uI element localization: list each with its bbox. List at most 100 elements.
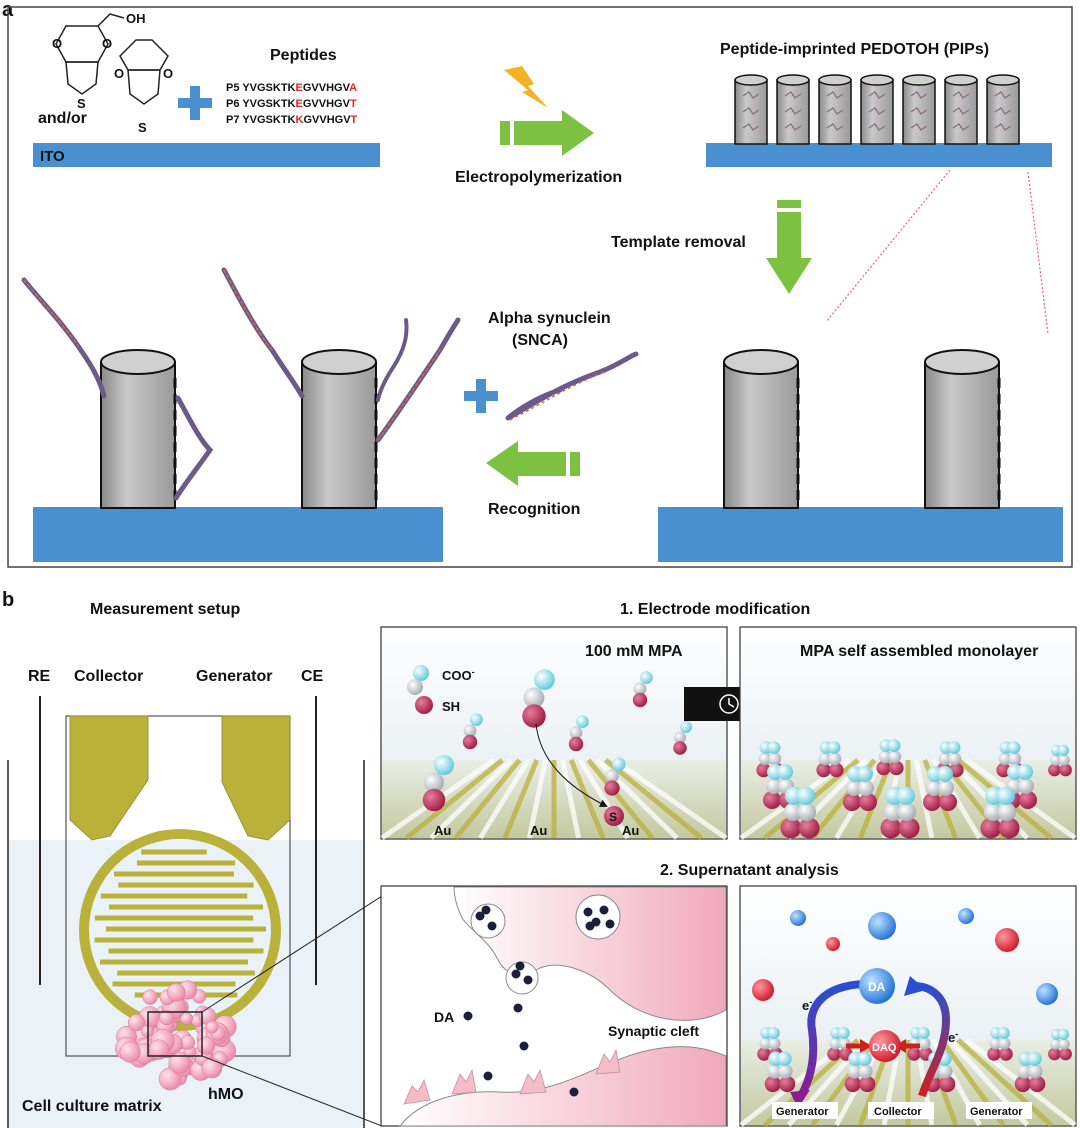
imprint-mark [826, 107, 844, 115]
pip-cylinder-top [902, 74, 936, 86]
generator-electrode-label: Generator [776, 1106, 829, 1118]
gold-stripe [612, 757, 728, 841]
organoid-cell [205, 1020, 219, 1034]
carbon-ball [989, 1037, 1002, 1050]
thiol-ball [876, 760, 891, 776]
carbon-ball [829, 1037, 842, 1050]
carboxyl-ball [1057, 744, 1070, 757]
recognition-arrow [486, 441, 580, 486]
gold-stripe [502, 759, 540, 839]
electron-label: e- [802, 997, 812, 1013]
carbon-ball [998, 752, 1012, 766]
coo-label: COO- [442, 667, 475, 683]
panel-a-frame [7, 6, 1073, 568]
gold-stripe [956, 1038, 1053, 1127]
plus-icon [178, 86, 212, 120]
imprint-mark [784, 107, 802, 115]
hmo-label: hMO [208, 1086, 244, 1103]
svg-text:P5 YVGSKTKEGVVHGVA: P5 YVGSKTKEGVVHGVA [226, 82, 357, 94]
snca-protein-chain [505, 351, 639, 421]
pip-cylinder-top [818, 74, 852, 86]
recognized-cylinder [100, 349, 177, 509]
oh-label: OH [126, 11, 146, 26]
carbon-ball [858, 1064, 873, 1079]
and-or-label: and/or [38, 110, 87, 127]
carboxyl-ball [857, 1051, 872, 1067]
imprint-mark [784, 123, 802, 131]
imprinted-cylinder [723, 349, 800, 509]
daq-molecule [869, 1030, 901, 1062]
pips-cylinder-array [734, 74, 1020, 145]
peptides-title: Peptides [270, 47, 337, 64]
carbon-ball [828, 752, 842, 766]
floating-molecules [752, 908, 1058, 1005]
carboxyl-ball [937, 766, 953, 782]
carboxyl-ball [887, 739, 901, 752]
recognized-cylinder [301, 349, 378, 509]
dopamine-dot [515, 961, 525, 971]
receptors [403, 1048, 621, 1105]
carboxyl-ball [917, 1027, 930, 1039]
thiol-ball [462, 734, 478, 750]
ring-s-label: S [77, 96, 86, 111]
thiol-ball [779, 1075, 796, 1093]
organoid-cell [127, 1013, 146, 1032]
organoid-cell [142, 989, 158, 1005]
organoid-cell [119, 1041, 141, 1063]
dopamine-dot [475, 911, 485, 921]
imprint-mark [952, 123, 970, 131]
dopamine-dot [483, 1071, 493, 1081]
organoid-cell [168, 1051, 191, 1074]
synapse-box [380, 885, 728, 1127]
carbon-ball [998, 1037, 1011, 1050]
carbon-ball [1050, 1038, 1062, 1050]
carbon-ball [674, 731, 686, 744]
organoid-cell [148, 1039, 170, 1060]
ring-s-label: S [138, 120, 147, 135]
thiol-ball [632, 692, 648, 708]
thiol-ball [816, 762, 831, 778]
edot-oh-molecule [55, 13, 125, 95]
carbon-ball [767, 1064, 782, 1079]
carboxyl-ball [997, 1027, 1010, 1039]
pip-cylinder-top [986, 74, 1020, 86]
thiol-ball [1048, 763, 1061, 777]
imprint-mark [784, 91, 802, 99]
carboxyl-ball [837, 1027, 850, 1039]
pip-cylinder-top [860, 74, 894, 86]
pip-cylinder [986, 79, 1020, 145]
carbon-ball [878, 750, 892, 764]
au-label: Au [530, 823, 547, 838]
thiol-ball [1019, 791, 1037, 809]
carboxyl-ball [796, 786, 815, 805]
thiol-ball [999, 1047, 1013, 1061]
step1-title: 1. Electrode modification [620, 601, 810, 618]
carbon-ball [766, 778, 782, 794]
carboxyl-ball [996, 786, 1015, 805]
sam-title: MPA self assembled monolayer [800, 643, 1038, 660]
carboxyl-ball [857, 766, 873, 782]
carbon-ball [1028, 1064, 1043, 1079]
dopamine-dot [513, 1003, 523, 1013]
carbon-ball [918, 1037, 931, 1050]
thiol-ball [939, 793, 957, 811]
organoid-cell [159, 1010, 174, 1026]
interdigitated-electrode [69, 715, 291, 1031]
carbon-ball [424, 772, 444, 793]
carbon-ball [778, 1064, 793, 1079]
carboxyl-ball [640, 671, 653, 684]
collector-electrode-label: Collector [874, 1106, 922, 1118]
thiol-ball [1059, 1047, 1072, 1061]
dopamine-dot [605, 919, 615, 929]
carbon-ball [758, 752, 772, 766]
dopamine-dot [523, 975, 533, 985]
thiol-ball [568, 736, 584, 752]
mpa-concentration: 100 mM MPA [585, 643, 683, 660]
sh-label: SH [442, 699, 460, 714]
carbon-ball [938, 752, 952, 766]
gold-stripe [560, 759, 582, 839]
thiol-ball [987, 1047, 1001, 1061]
electrode-labels [772, 1102, 1032, 1119]
redox-arc-left [796, 980, 865, 1100]
carbon-ball [523, 687, 545, 709]
